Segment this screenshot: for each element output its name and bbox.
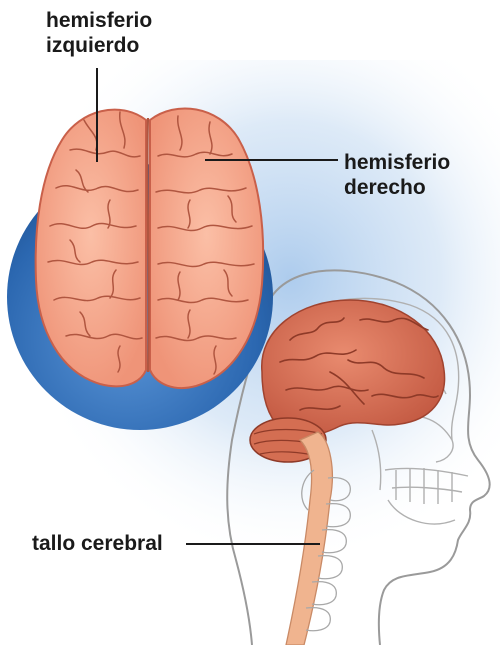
brain-top-view-icon: [36, 108, 264, 388]
label-left-hemisphere: hemisferio izquierdo: [46, 8, 152, 58]
label-left-hemisphere-line1: hemisferio: [46, 8, 152, 33]
label-right-hemisphere-line1: hemisferio: [344, 150, 450, 175]
label-left-hemisphere-line2: izquierdo: [46, 33, 152, 58]
label-right-hemisphere-line2: derecho: [344, 175, 450, 200]
label-brain-stem: tallo cerebral: [32, 531, 163, 556]
label-right-hemisphere: hemisferio derecho: [344, 150, 450, 200]
